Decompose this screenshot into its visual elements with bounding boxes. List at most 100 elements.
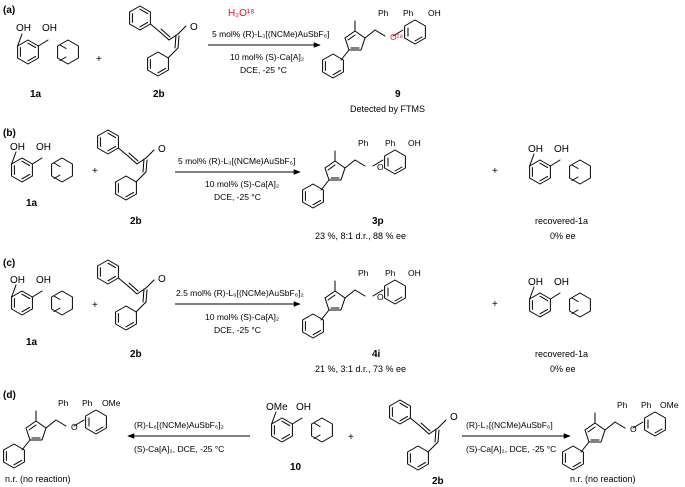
o18-label: O¹⁸ (390, 32, 403, 42)
reactant-1a-structure (11, 151, 73, 183)
plus-sign: + (348, 432, 354, 443)
reactant-2b-label: 2b (432, 476, 444, 487)
right-no-reaction: n.r. (no reaction) (570, 474, 636, 484)
ome-label: OMe (102, 398, 121, 408)
panel-a: (a) OH OH 1a + O 2b H₂O¹⁸ 5 mol% (R)-L₃[… (3, 5, 441, 114)
panel-d-tag: (d) (3, 390, 16, 401)
left-no-reaction: n.r. (no reaction) (5, 474, 71, 484)
ph-label: Ph (385, 138, 396, 148)
ph-label: Ph (378, 8, 389, 18)
product-4i-result: 21 %, 3:1 d.r., 73 % ee (315, 364, 406, 374)
reactant-1a-label: 1a (26, 337, 38, 348)
recovered-1a-structure (529, 286, 591, 318)
oh-label: OH (296, 402, 311, 413)
ketone-o-label: O (190, 22, 198, 33)
oh-label: OH (408, 138, 421, 148)
product-3p-label: 3p (372, 216, 384, 227)
oh-label: OH (554, 144, 569, 155)
solvent-temp-condition: DCE, -25 °C (214, 325, 261, 335)
ketone-o-label: O (158, 274, 166, 285)
recovered-1a-ee: 0% ee (550, 231, 576, 241)
reactant-2b-structure (389, 399, 447, 471)
ether-o-label: O (71, 422, 78, 432)
cocatalyst-condition: 10 mol% (S)-Ca[A]₂ (230, 52, 304, 62)
reactant-1a-structure (17, 33, 79, 65)
plus-sign: + (92, 166, 98, 177)
panel-d: (d) Ph Ph O OMe n.r. (no reaction) (R)-L… (3, 390, 679, 487)
substrate-10-structure (271, 411, 333, 443)
panel-a-tag: (a) (3, 5, 15, 16)
reactant-2b-label: 2b (130, 349, 142, 360)
product-4i-label: 4i (372, 349, 381, 360)
oh-label: OH (16, 23, 31, 34)
product-4i-structure (302, 279, 406, 339)
reactant-1a-label: 1a (30, 89, 42, 100)
oh-label: OH (10, 275, 25, 286)
ph-label: Ph (641, 400, 652, 410)
catalyst-condition: 5 mol% (R)-L₃[(NCMe)AuSbF₆] (212, 29, 329, 39)
oh-label: OH (36, 142, 51, 153)
plus-sign: + (492, 166, 498, 177)
ph-label: Ph (385, 268, 396, 278)
reactant-2b-structure (129, 5, 187, 77)
oh-label: OH (42, 23, 57, 34)
reactant-2b-label: 2b (130, 216, 142, 227)
ether-o-label: O (377, 292, 384, 302)
reactant-2b-structure (97, 259, 155, 331)
product-9-structure (322, 19, 426, 79)
ph-label: Ph (403, 8, 414, 18)
plus-sign: + (92, 300, 98, 311)
panel-b-tag: (b) (3, 128, 16, 139)
ph-label: Ph (617, 400, 628, 410)
ether-o-label: O (377, 162, 384, 172)
reactant-1a-structure (11, 284, 73, 316)
oh-label: OH (408, 268, 421, 278)
ome-label: OMe (660, 400, 679, 410)
recovered-1a-structure (529, 153, 591, 185)
catalyst-condition: 5 mol% (R)-L₃[(NCMe)AuSbF₆] (178, 156, 295, 166)
right-cocatalyst-condition: (S)-Ca[A]₂, DCE, -25 °C (466, 444, 556, 454)
cocatalyst-condition: 10 mol% (S)-Ca[A]₂ (205, 312, 279, 322)
reactant-1a-label: 1a (26, 198, 38, 209)
oh-label: OH (528, 144, 543, 155)
recovered-1a-label: recovered-1a (535, 349, 588, 359)
solvent-temp-condition: DCE, -25 °C (240, 65, 287, 75)
oh-label: OH (10, 142, 25, 153)
ketone-o-label: O (158, 144, 166, 155)
product-3p-structure (302, 149, 406, 209)
reactant-2b-label: 2b (153, 89, 165, 100)
panel-b: (b) OH OH 1a + O 2b 5 mol% (R)-L₃[(NCMe)… (3, 128, 591, 241)
product-3p-result: 23 %, 8:1 d.r., 88 % ee (315, 231, 406, 241)
plus-sign: + (492, 299, 498, 310)
left-catalyst-condition: (R)-L₆[(NCMe)AuSbF₆]₂ (134, 420, 224, 430)
ether-o-label: O (630, 424, 637, 434)
panel-c: (c) OH OH 1a + O 2b 2.5 mol% (R)-L₆[(NCM… (3, 258, 591, 374)
oh-label: OH (554, 277, 569, 288)
ketone-o-label: O (450, 412, 458, 423)
product-9-note: Detected by FTMS (350, 104, 425, 114)
ome-label: OMe (266, 402, 288, 413)
oh-label: OH (528, 277, 543, 288)
ph-label: Ph (58, 398, 69, 408)
product-9-label: 9 (395, 89, 401, 100)
right-catalyst-condition: (R)-L₃[(NCMe)AuSbF₆] (466, 420, 553, 430)
catalyst-condition: 2.5 mol% (R)-L₆[(NCMe)AuSbF₆]₂ (176, 288, 304, 298)
cocatalyst-condition: 10 mol% (S)-Ca[A]₂ (205, 179, 279, 189)
recovered-1a-ee: 0% ee (550, 364, 576, 374)
left-cocatalyst-condition: (S)-Ca[A]₂, DCE, -25 °C (134, 444, 224, 454)
isotope-water-label: H₂O¹⁸ (228, 8, 254, 19)
right-product-structure (562, 411, 666, 471)
ph-label: Ph (82, 398, 93, 408)
oh-label: OH (428, 8, 441, 18)
plus-sign: + (96, 54, 102, 65)
left-product-structure (3, 409, 107, 469)
reactant-2b-structure (97, 129, 155, 201)
solvent-temp-condition: DCE, -25 °C (214, 192, 261, 202)
ph-label: Ph (358, 138, 369, 148)
substrate-10-label: 10 (290, 462, 302, 473)
ph-label: Ph (358, 268, 369, 278)
oh-label: OH (36, 275, 51, 286)
recovered-1a-label: recovered-1a (535, 216, 588, 226)
panel-c-tag: (c) (3, 258, 15, 269)
